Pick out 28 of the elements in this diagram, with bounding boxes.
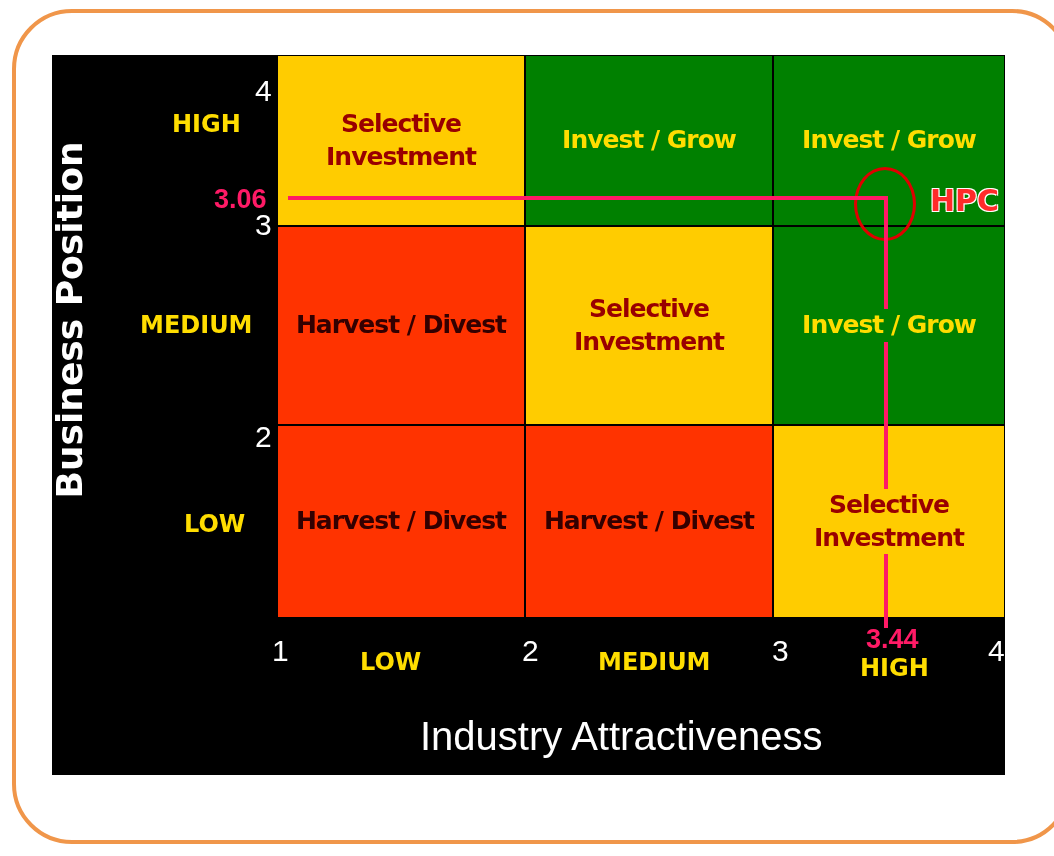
tick-label: 4 [988,636,1005,666]
column-label: HIGH [860,656,929,680]
harvest-divest-cell [277,226,525,425]
column-label: MEDIUM [598,650,711,674]
invest-grow-cell [773,226,1005,425]
harvest-divest-cell [525,425,773,618]
selective-investment-cell [277,55,525,226]
position-marker-circle [854,167,916,241]
row-label: MEDIUM [140,313,253,337]
tick-label: 2 [255,422,272,452]
tick-label: 3 [772,636,789,666]
tick-label: 3 [255,210,272,240]
axis-title: Industry Attractiveness [420,716,823,756]
invest-grow-cell [525,55,773,226]
row-label: HIGH [172,112,241,136]
tick-label: 1 [272,636,289,666]
selective-investment-cell [773,425,1005,618]
selective-investment-cell [525,226,773,425]
axis-title: Business Position [52,141,88,499]
invest-grow-cell [773,55,1005,226]
point-label: HPC [930,186,1000,216]
harvest-divest-cell [277,425,525,618]
tick-label: 4 [255,76,272,106]
value-label: 3.44 [866,626,919,653]
value-label: 3.06 [214,186,267,213]
tick-label: 2 [522,636,539,666]
column-label: LOW [360,650,422,674]
row-label: LOW [184,512,246,536]
